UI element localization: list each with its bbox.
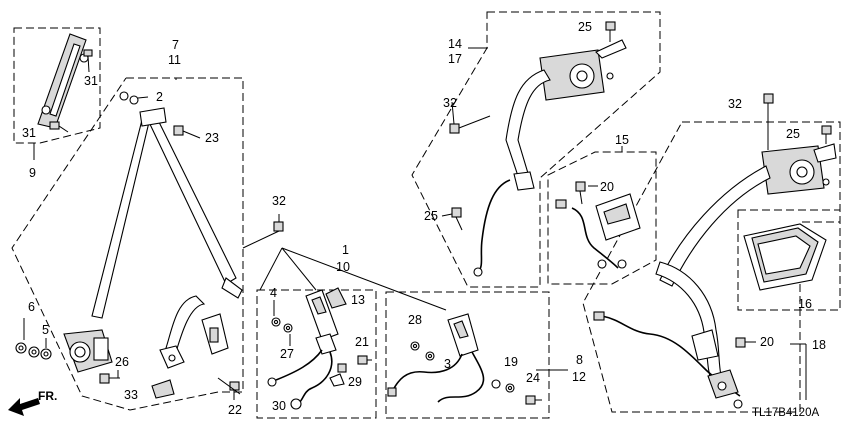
callout-31-lower: 31 <box>22 126 36 140</box>
callout-22: 22 <box>228 403 242 417</box>
callout-16: 16 <box>798 297 812 311</box>
bolt-25-right <box>821 125 832 144</box>
diagram-code: TL17B4120A <box>752 407 819 419</box>
webbing-rear-right <box>655 165 771 385</box>
front-direction-arrow <box>8 398 40 416</box>
callout-25-lower: 25 <box>424 209 438 223</box>
callout-17: 17 <box>448 52 462 66</box>
callout-6: 6 <box>28 300 35 314</box>
bolt-32-right <box>763 93 774 150</box>
callout-3: 3 <box>444 357 451 371</box>
group-guide-outline <box>13 27 101 144</box>
buckle-front <box>305 289 339 355</box>
washers-28-3 <box>410 341 435 361</box>
callout-14: 14 <box>448 37 462 51</box>
retractor-front <box>63 329 113 373</box>
callout-28: 28 <box>408 313 422 327</box>
callout-1: 1 <box>342 243 349 257</box>
bolt-31-lower <box>49 121 69 133</box>
cover-33 <box>151 379 175 399</box>
anchor-rear-right <box>707 369 739 399</box>
callout-4: 4 <box>270 286 277 300</box>
callout-18: 18 <box>812 338 826 352</box>
callout-29: 29 <box>348 375 362 389</box>
callout-25-center: 25 <box>578 20 592 34</box>
callouts: 7 11 2 23 31 31 9 32 6 5 26 33 22 1 10 1… <box>22 20 826 419</box>
callout-19: 19 <box>504 355 518 369</box>
washers-4-27 <box>271 317 293 333</box>
center-module <box>555 193 641 269</box>
bolt-23 <box>173 125 201 139</box>
bolt-25-lower <box>451 207 463 231</box>
bolt-31-upper <box>83 49 93 73</box>
bolt-25-upper <box>605 21 616 42</box>
buckle-wire-front <box>267 349 347 405</box>
callout-10: 10 <box>336 260 350 274</box>
front-direction-label: FR. <box>38 389 57 403</box>
callout-20-right: 20 <box>760 335 774 349</box>
bolt-26 <box>99 373 120 384</box>
callout-7: 7 <box>172 38 179 52</box>
callout-30: 30 <box>272 399 286 413</box>
bolt-32-front <box>273 214 284 232</box>
group-front-belt-outline <box>11 77 244 411</box>
bolt-22 <box>229 381 240 400</box>
bolt-32-center <box>449 115 491 134</box>
bolt-24 <box>525 395 542 405</box>
callout-13: 13 <box>351 293 365 307</box>
cap-13 <box>325 287 347 309</box>
tray-16 <box>743 223 827 291</box>
callout-15: 15 <box>615 133 629 147</box>
callout-11: 11 <box>168 53 181 67</box>
callout-21: 21 <box>355 335 369 349</box>
retractor-rear-center <box>539 39 627 101</box>
group-rear-right-outline <box>582 121 841 413</box>
retractor-rear-right <box>761 143 837 195</box>
callout-32-right: 32 <box>728 97 742 111</box>
anchor-plate <box>159 345 185 369</box>
group-rear-center-outline <box>411 11 661 288</box>
front-belt-webbing <box>91 107 243 353</box>
buckle-rear <box>447 313 479 357</box>
tongue-plate-front <box>201 313 229 355</box>
group-tray-outline <box>737 209 841 311</box>
wire-rear-center <box>473 179 511 277</box>
callout-32-front: 32 <box>272 194 286 208</box>
buckle-wire-rear <box>387 351 501 403</box>
clip-29 <box>329 373 345 387</box>
webbing-rear-center <box>505 69 551 191</box>
bolt-20-center <box>575 181 586 205</box>
callout-8: 8 <box>576 353 583 367</box>
group-center-module-outline <box>547 151 657 285</box>
callout-23: 23 <box>205 131 219 145</box>
callout-31-upper: 31 <box>84 74 98 88</box>
washer-19 <box>505 383 515 393</box>
bolt-20-right <box>735 337 756 348</box>
callout-2: 2 <box>156 90 163 104</box>
callout-26: 26 <box>115 355 129 369</box>
callout-33: 33 <box>124 388 138 402</box>
callout-25-right: 25 <box>786 127 800 141</box>
callout-20-center: 20 <box>600 180 614 194</box>
group-outlines <box>11 11 841 419</box>
washers-2 <box>119 91 139 105</box>
clip-30 <box>290 398 302 410</box>
bolt-21 <box>357 355 372 365</box>
callout-27: 27 <box>280 347 294 361</box>
callout-12: 12 <box>572 370 586 384</box>
callout-5: 5 <box>42 323 49 337</box>
callout-9: 9 <box>29 166 36 180</box>
group-rear-buckle-outline <box>385 291 550 419</box>
upper-guide-part <box>37 33 89 129</box>
callout-32-center: 32 <box>443 96 457 110</box>
washers-5-6 <box>15 342 52 360</box>
callout-24: 24 <box>526 371 540 385</box>
